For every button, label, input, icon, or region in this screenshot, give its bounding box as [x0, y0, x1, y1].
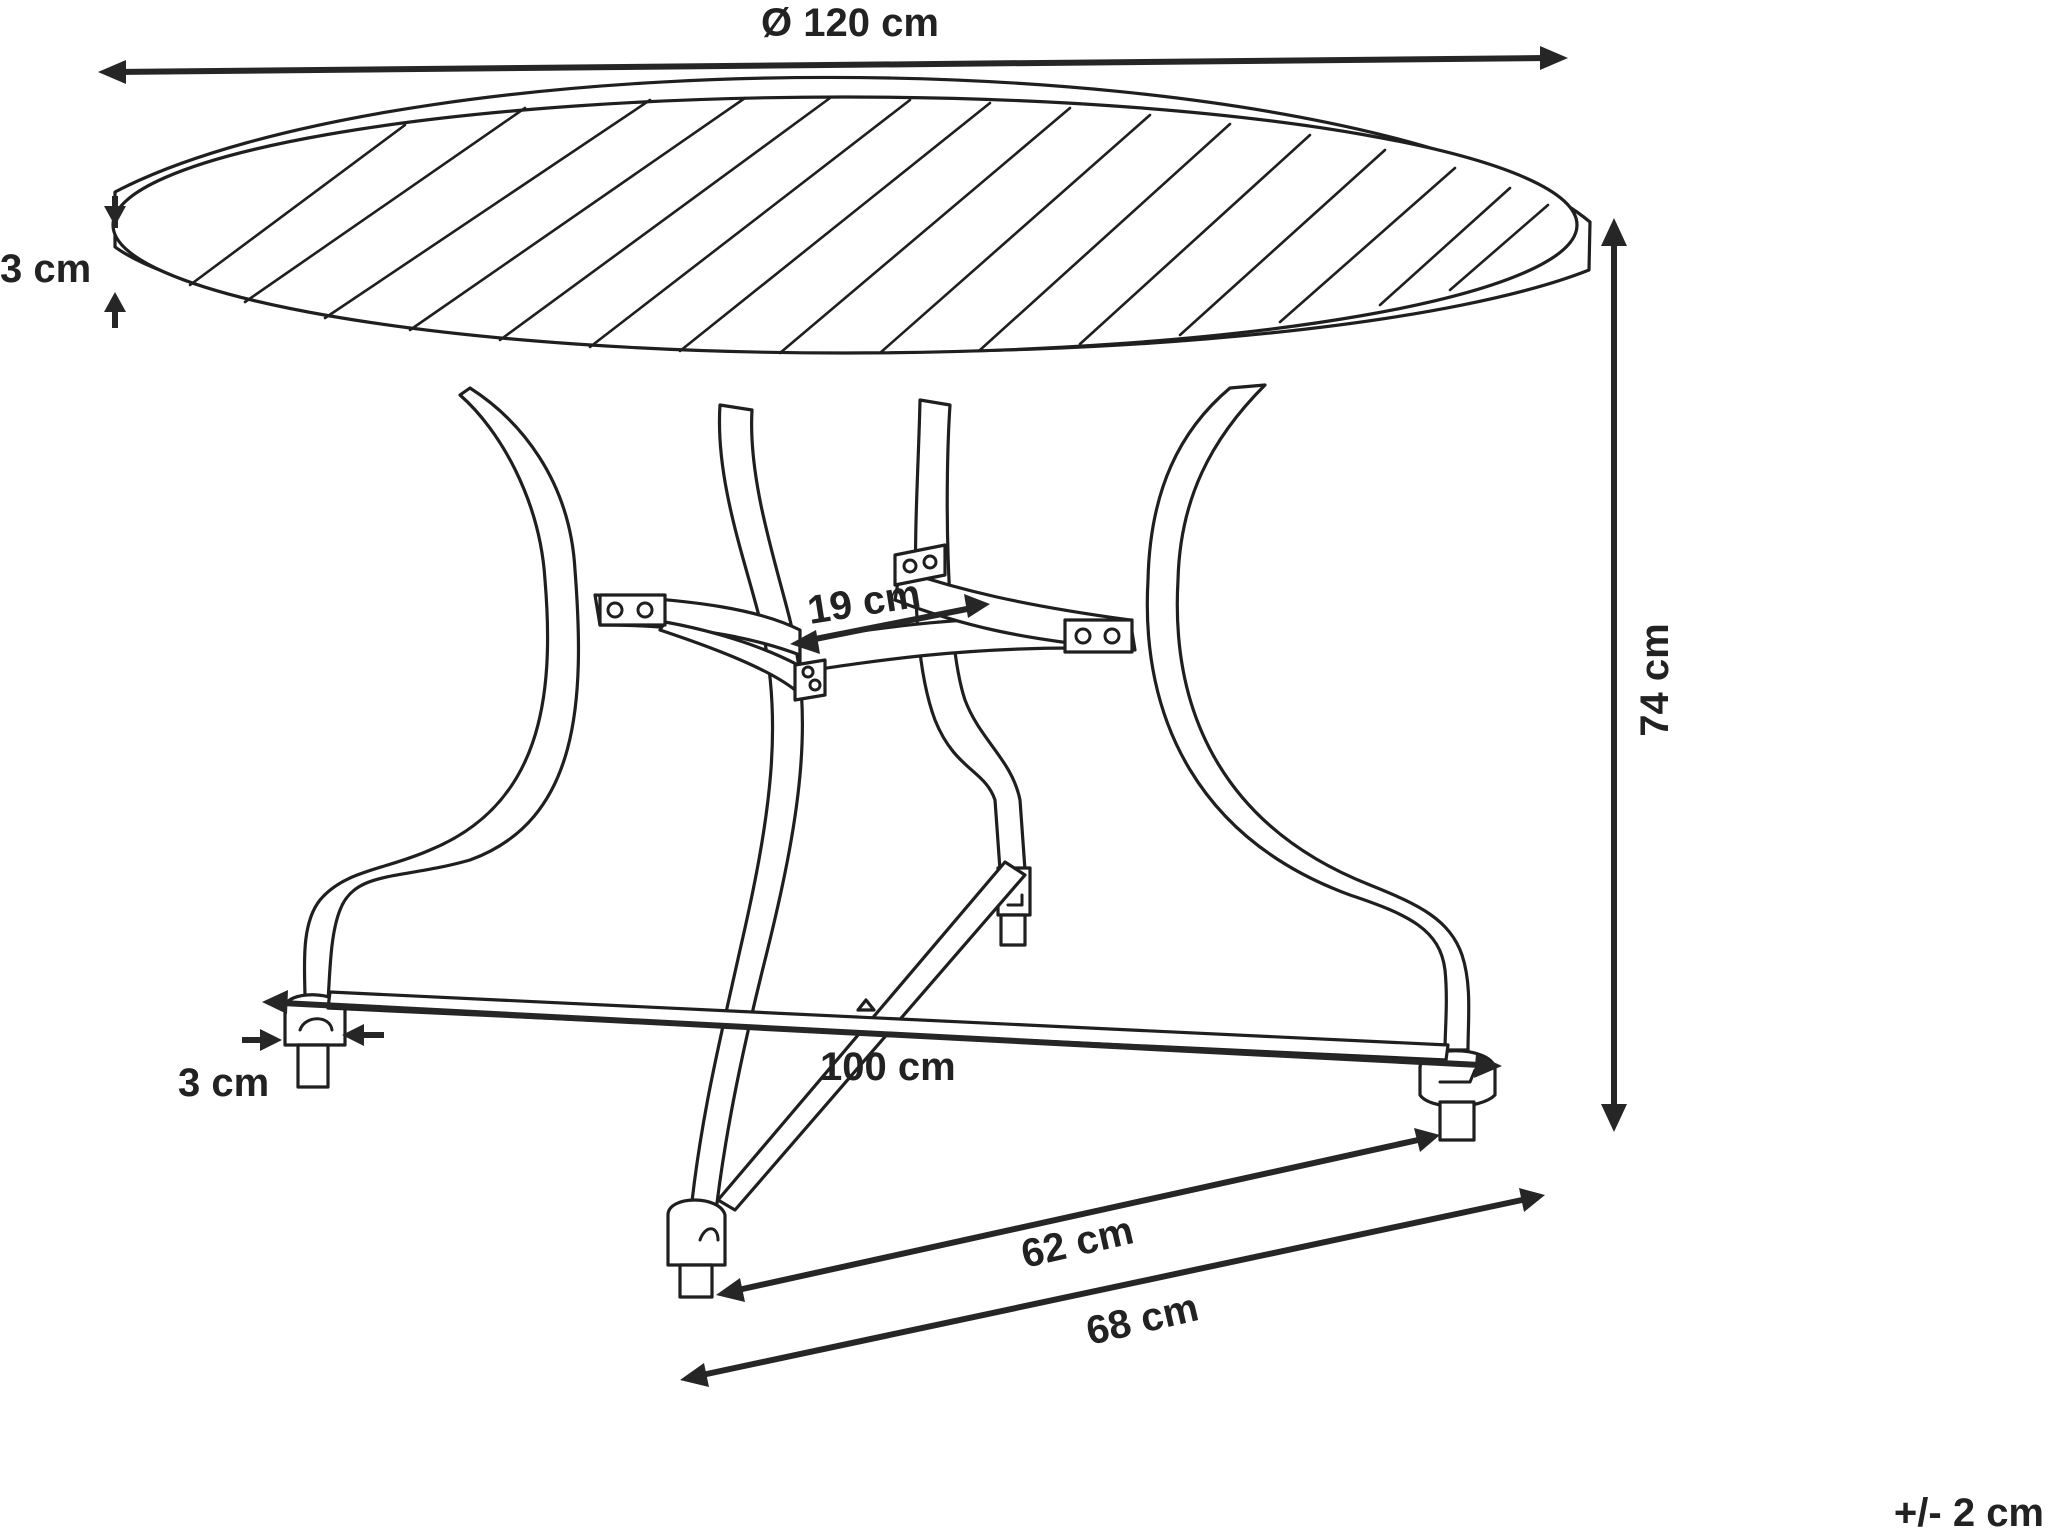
dimension-label-foot-outer: 68 cm	[1082, 1285, 1202, 1353]
dimension-label-height: 74 cm	[1633, 623, 1677, 736]
dimension-height: 74 cm	[1601, 218, 1677, 1132]
table-leg-back	[913, 398, 1032, 947]
dimension-label-foot-inner: 62 cm	[1017, 1208, 1137, 1276]
dimension-label-top-thickness: 3 cm	[0, 247, 91, 291]
table-leg-front	[666, 403, 804, 1299]
dimension-label-leg-width: 3 cm	[178, 1061, 269, 1105]
table-slats	[188, 96, 1550, 355]
dimension-base-span: 100 cm	[262, 990, 1502, 1089]
dimension-foot-inner: 62 cm	[716, 1128, 1440, 1302]
dimension-leg-width: 3 cm	[178, 1024, 384, 1105]
tolerance-note: +/- 2 cm	[1894, 1491, 2044, 1534]
dimension-label-base-span: 100 cm	[820, 1045, 956, 1089]
dimension-label-diameter: Ø 120 cm	[761, 1, 939, 45]
dimension-diameter: Ø 120 cm	[98, 1, 1568, 84]
table-leg-left	[283, 386, 581, 1089]
dimension-top-thickness: 3 cm	[0, 196, 126, 328]
table-leg-right	[1145, 383, 1497, 1142]
table-top	[111, 75, 1592, 355]
table-top-surface	[111, 95, 1579, 355]
